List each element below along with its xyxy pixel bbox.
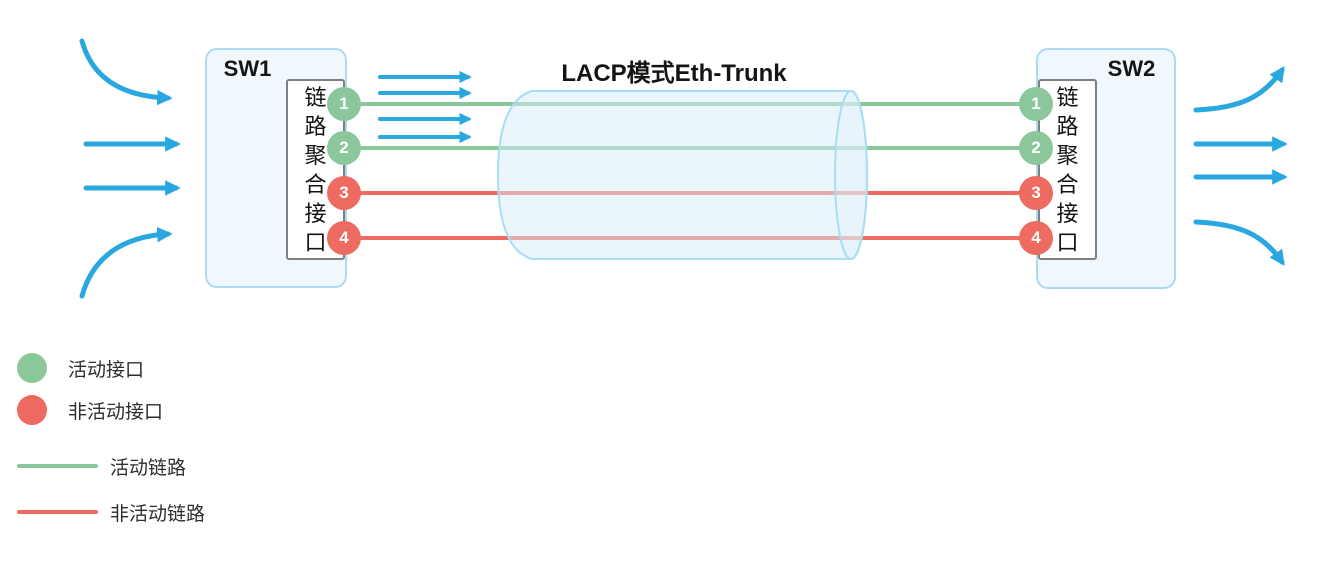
outflow-arrows	[1193, 66, 1288, 266]
legend-label: 活动链路	[110, 457, 187, 479]
sw2-port-2: 2	[1019, 131, 1053, 165]
active-interface-swatch-icon	[17, 353, 47, 383]
inflow-arrow-curve-bottom-icon	[79, 226, 173, 299]
outflow-arrow-curve-bottom-icon	[1193, 219, 1285, 266]
sw2-port-3: 3	[1019, 176, 1053, 210]
legend-label: 非活动链路	[110, 503, 206, 525]
sw1-aggregation-interface-label: 链路聚合接口	[304, 84, 327, 255]
inactive-interface-swatch-icon	[17, 395, 47, 425]
diagram-title: LACP模式Eth-Trunk	[561, 60, 787, 87]
sw2-port-4: 4	[1019, 221, 1053, 255]
legend-item-inactive-link: 非活动链路	[17, 498, 205, 526]
switch-sw2-label: SW2	[1107, 56, 1156, 81]
sw1-port-1: 1	[327, 87, 361, 121]
trunk-traffic-arrows	[378, 70, 472, 144]
switch-sw1-label: SW1	[223, 56, 272, 81]
sw2-port-1: 1	[1019, 87, 1053, 121]
sw1-port-2: 2	[327, 131, 361, 165]
legend-item-active-interface: 活动接口	[17, 353, 144, 383]
sw1-port-4: 4	[327, 221, 361, 255]
active-link-swatch-icon	[17, 464, 98, 468]
inflow-arrow-curve-top-icon	[79, 38, 173, 106]
sw1-port-3: 3	[327, 176, 361, 210]
cylinder-body	[496, 90, 868, 260]
legend-label: 活动接口	[68, 359, 145, 381]
inactive-link-swatch-icon	[17, 510, 98, 514]
legend-label: 非活动接口	[68, 401, 164, 423]
legend-item-active-link: 活动链路	[17, 452, 186, 480]
eth-trunk-cylinder	[496, 90, 868, 260]
cylinder-end-cap	[834, 90, 868, 260]
outflow-arrow-curve-top-icon	[1193, 66, 1285, 113]
sw2-aggregation-interface-label: 链路聚合接口	[1056, 84, 1079, 255]
inflow-arrows	[79, 38, 181, 299]
legend-item-inactive-interface: 非活动接口	[17, 395, 163, 425]
